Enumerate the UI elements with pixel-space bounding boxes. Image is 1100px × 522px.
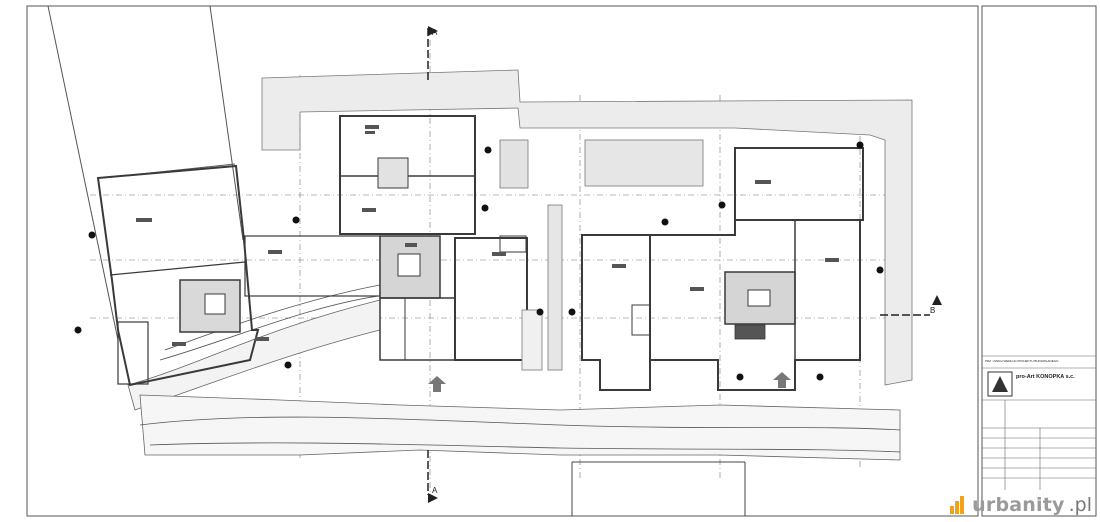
central-corridor bbox=[499, 139, 704, 371]
left-wing bbox=[96, 164, 260, 387]
title-block-header-note: PRZ. UWAGI WEDŁUG PROJEKTU BUDOWLANEGO bbox=[985, 359, 1059, 363]
road-curves bbox=[139, 284, 901, 453]
section-label-a-top: A bbox=[432, 28, 438, 37]
watermark-text: urbanity bbox=[972, 494, 1065, 516]
section-label-b-right: B bbox=[930, 306, 936, 315]
section-arrow-icon bbox=[428, 26, 942, 503]
entrance-arrow-icon bbox=[428, 372, 791, 392]
title-block-company: pro-Art KONOPKA s.c. bbox=[1016, 374, 1075, 380]
top-centre-rooms bbox=[339, 115, 476, 235]
section-cut-lines bbox=[427, 28, 930, 495]
title-block-lines bbox=[982, 355, 1096, 490]
title-block-frame bbox=[981, 5, 1097, 517]
sheet-border bbox=[26, 5, 979, 517]
section-label-a-bottom: A bbox=[432, 486, 438, 495]
urbanity-watermark: urbanity.pl bbox=[950, 494, 1092, 516]
lower-bay bbox=[571, 461, 746, 516]
room-tags bbox=[136, 125, 839, 346]
terrace-band bbox=[261, 69, 913, 386]
watermark-suffix: .pl bbox=[1068, 494, 1092, 516]
company-logo-icon bbox=[987, 371, 1013, 397]
road-band bbox=[127, 299, 901, 461]
column-markers bbox=[74, 141, 884, 381]
right-wing bbox=[581, 147, 864, 391]
bar-chart-logo-icon bbox=[950, 496, 968, 514]
